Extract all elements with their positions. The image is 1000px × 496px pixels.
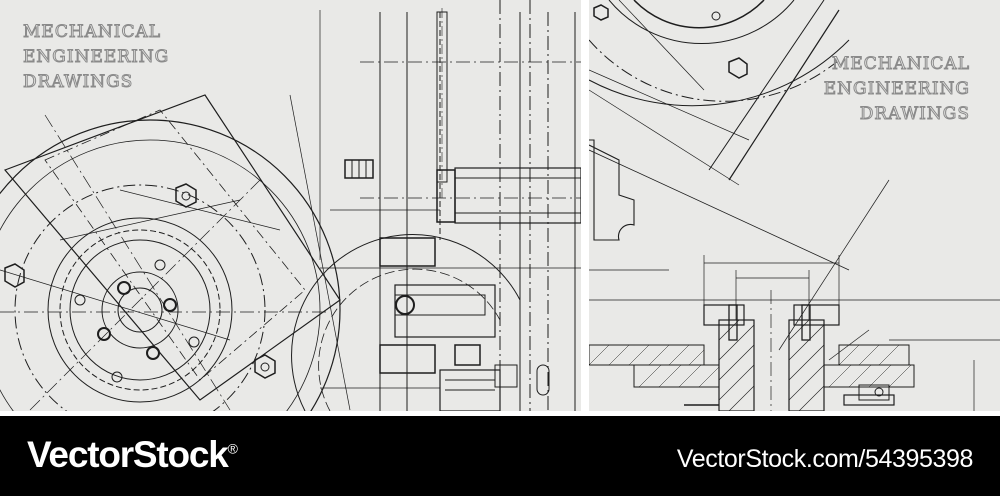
footer-bar xyxy=(0,416,1000,496)
brand-name: VectorStock xyxy=(27,434,229,475)
right-title-line-1: MECHANICAL xyxy=(831,54,970,75)
registered-mark: ® xyxy=(227,440,238,457)
left-blueprint-drawing xyxy=(0,0,581,411)
left-title-line-1: MECHANICAL xyxy=(22,22,162,43)
image-id-text: VectorStock.com/54395398 xyxy=(676,445,974,473)
left-panel-title: MECHANICAL ENGINEERING DRAWINGS xyxy=(22,20,170,95)
right-blueprint-drawing xyxy=(589,0,1000,411)
vectorstock-logo: VectorStock® xyxy=(27,434,238,476)
left-title-line-3: DRAWINGS xyxy=(22,72,134,93)
right-title-line-2: ENGINEERING xyxy=(823,79,970,100)
right-drawing-panel: MECHANICAL ENGINEERING DRAWINGS xyxy=(589,0,1000,411)
left-title-line-2: ENGINEERING xyxy=(22,47,170,68)
left-drawing-panel: MECHANICAL ENGINEERING DRAWINGS xyxy=(0,0,581,411)
right-panel-title: MECHANICAL ENGINEERING DRAWINGS xyxy=(823,52,970,127)
right-title-line-3: DRAWINGS xyxy=(859,104,970,125)
